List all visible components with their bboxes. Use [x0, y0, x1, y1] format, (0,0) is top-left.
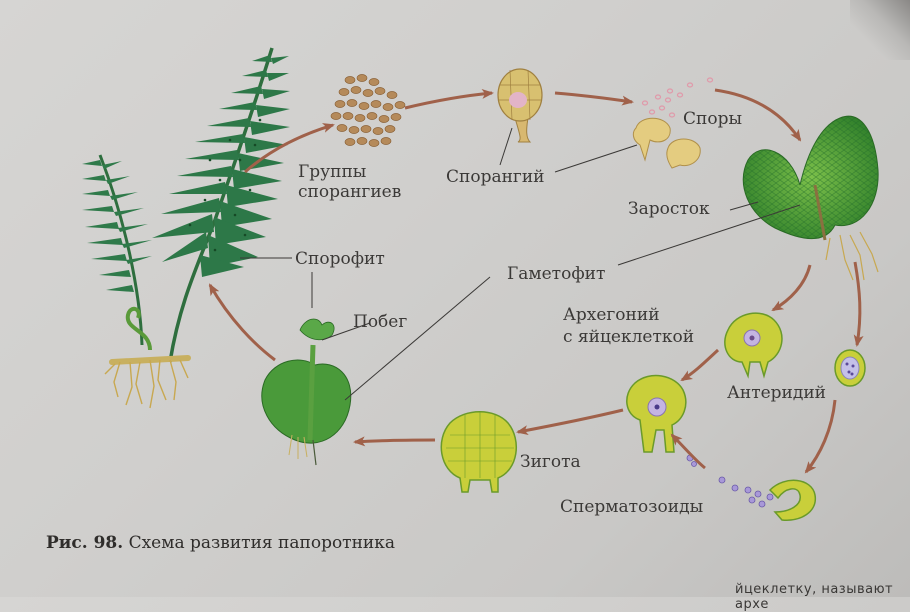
figure-caption: Рис. 98. Схема развития папоротника [46, 533, 395, 553]
young-sporophyte-illustration [261, 318, 352, 466]
label-spermatozoids: Сперматозоиды [560, 497, 704, 517]
arrow-spores-to-prothallus [714, 88, 802, 142]
page-corner-shadow [850, 0, 910, 60]
label-sorus-groups-line1: Группы [298, 162, 367, 182]
spores-illustration [632, 77, 714, 169]
label-leader-lines [240, 127, 801, 401]
label-zygote: Зигота [520, 452, 581, 472]
spermatozoids-illustration [686, 454, 774, 508]
arrow-archegonium-to-fertilization [680, 348, 720, 382]
label-archegonium-line1: Архегоний [563, 305, 660, 325]
label-gametophyte: Гаметофит [507, 264, 606, 284]
antheridium-illustration [834, 349, 866, 387]
adult-fern-sporophyte-illustration [82, 47, 290, 409]
arrow-sori-to-sporangium [404, 88, 494, 110]
life-cycle-arrows [208, 88, 864, 474]
label-antheridium: Антеридий [727, 383, 827, 403]
zygote-illustration [440, 411, 517, 493]
label-shoot: Побег [353, 312, 408, 332]
prothallus-illustration [742, 115, 879, 281]
archegonium-fertilization-illustration [626, 374, 687, 453]
label-sorus-groups-line2: спорангиев [298, 182, 402, 202]
archegonium-upper-illustration [724, 312, 783, 379]
label-sporophyte: Спорофит [295, 249, 385, 269]
arrow-prothallus-to-archegonium [771, 264, 812, 312]
arrow-zygote-to-young-sporophyte [353, 436, 436, 447]
sorus-groups-illustration [330, 74, 406, 147]
label-archegonium-line2: с яйцеклеткой [563, 327, 695, 347]
arrow-young-to-adult-fern [208, 283, 276, 362]
arrow-prothallus-to-antheridium [853, 261, 864, 347]
label-sporangium: Спорангий [446, 167, 545, 187]
fern-life-cycle-diagram [82, 47, 879, 521]
open-antheridium-illustration [768, 479, 816, 521]
label-prothallus: Заросток [628, 199, 710, 219]
sporangium-illustration [497, 68, 543, 143]
figure-title: Схема развития папоротника [128, 533, 396, 553]
arrow-fertilization-to-zygote [516, 408, 624, 436]
arrow-sperm-to-egg [670, 433, 706, 470]
arrow-antheridium-to-release [804, 399, 837, 474]
label-spores: Споры [683, 109, 742, 129]
arrow-fern-to-sori [244, 123, 335, 174]
page-body-text-fragment: йцеклетку, называют архе [735, 582, 894, 612]
arrow-sporangium-to-spores [554, 91, 634, 106]
figure-number: Рис. 98. [46, 533, 124, 553]
